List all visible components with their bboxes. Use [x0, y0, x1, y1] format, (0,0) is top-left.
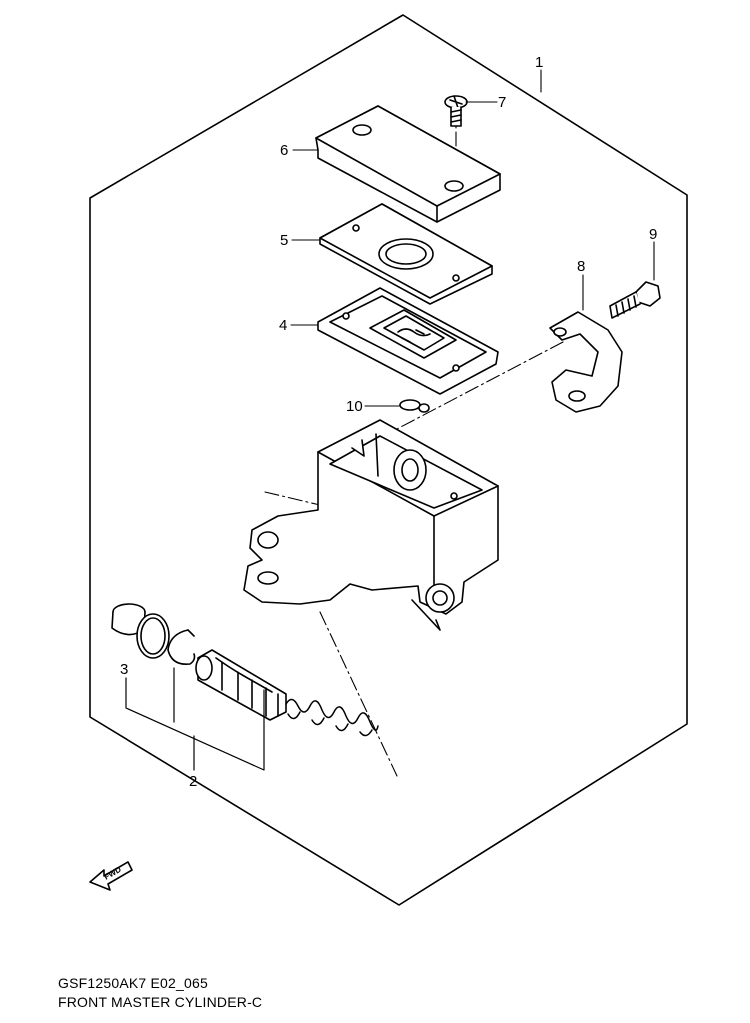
callout-brackets: [125, 667, 265, 771]
callout-6: 6: [280, 142, 288, 159]
leader-lines: [290, 69, 655, 407]
clamp-bolt: [609, 281, 661, 319]
callout-8: 8: [577, 258, 585, 275]
callout-2: 2: [189, 773, 197, 790]
reservoir-cap: [315, 105, 501, 223]
callout-7: 7: [498, 94, 506, 111]
small-plate: [399, 399, 430, 413]
callout-3: 3: [120, 661, 128, 678]
assembly-boundary: [89, 14, 688, 906]
forward-arrow-icon: [89, 861, 133, 891]
diagram-title: FRONT MASTER CYLINDER-C: [58, 994, 263, 1010]
diaphragm: [317, 287, 499, 395]
callout-1: 1: [535, 54, 543, 71]
piston-seal: [111, 603, 170, 659]
callout-5: 5: [280, 232, 288, 249]
piston-assembly: [195, 649, 287, 721]
diagram-code: GSF1250AK7 E02_065: [58, 975, 208, 991]
handlebar-clamp: [549, 311, 623, 413]
callout-4: 4: [279, 317, 287, 334]
diaphragm-plate: [319, 203, 493, 305]
master-cylinder-body: [243, 419, 499, 631]
circlip: [167, 629, 196, 666]
callout-10: 10: [346, 398, 363, 415]
callout-9: 9: [649, 226, 657, 243]
return-spring: [285, 698, 379, 737]
cap-screw: [444, 95, 468, 127]
